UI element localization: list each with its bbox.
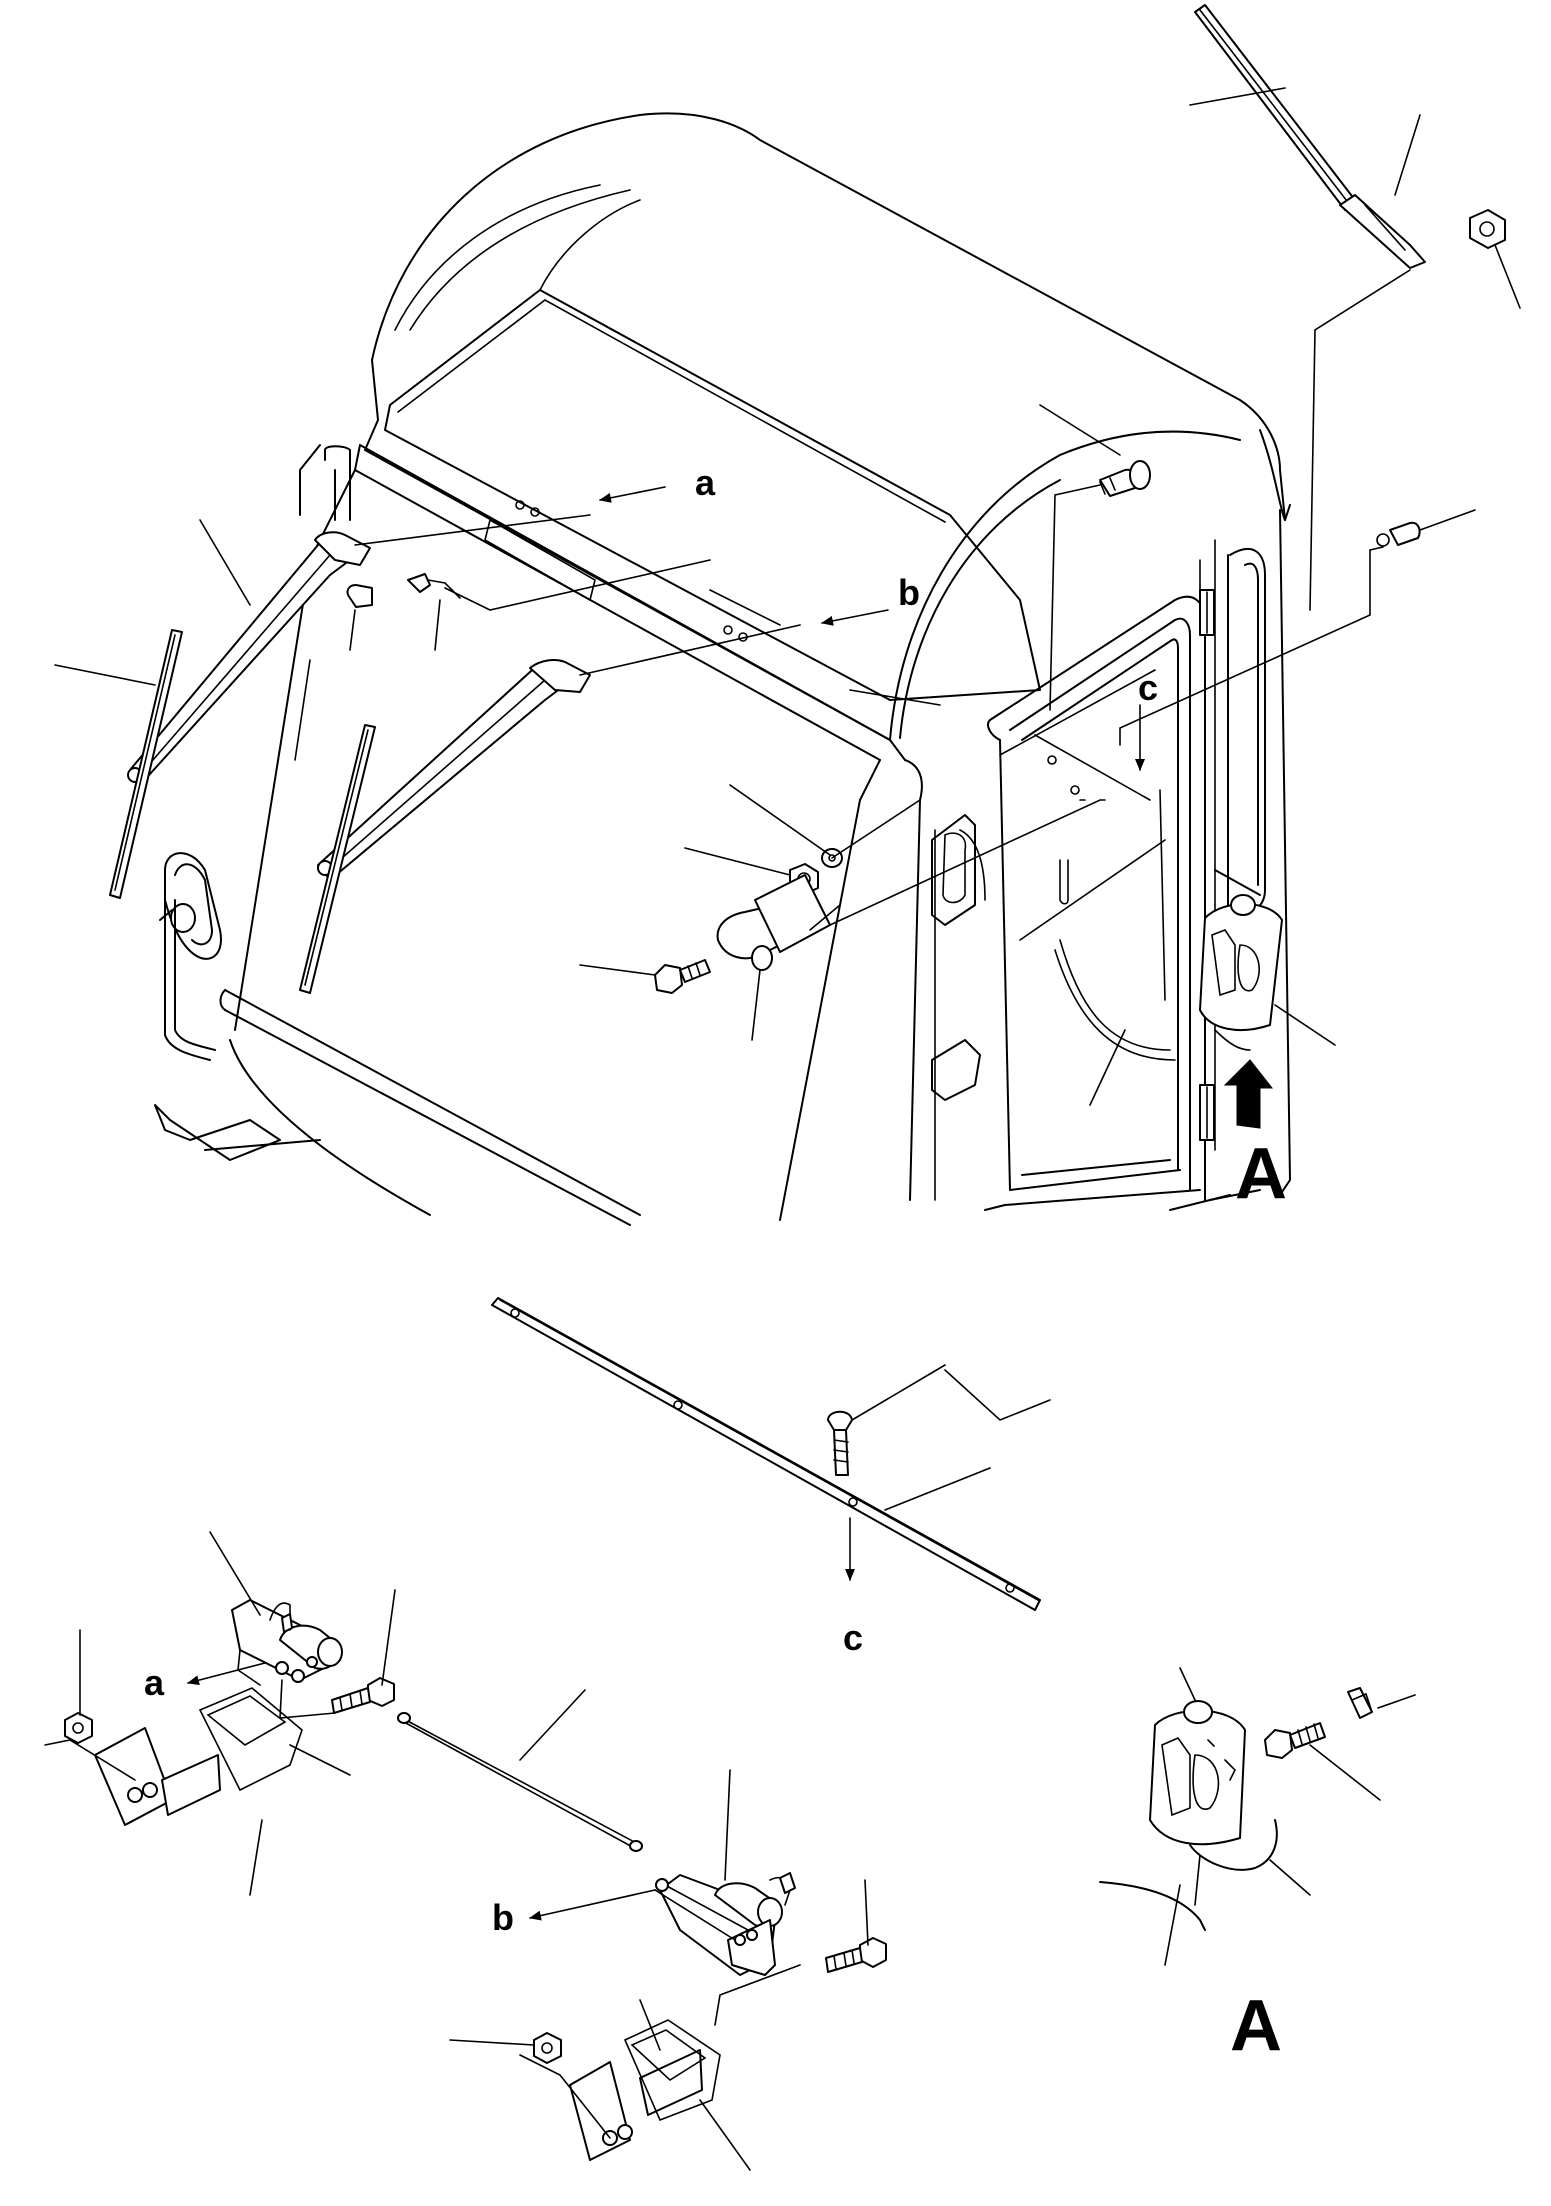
bolt-motor-right <box>825 1937 887 1973</box>
mounting-bracket-right <box>569 2019 721 2161</box>
wiper-motor-left <box>231 1599 343 1686</box>
hex-nut-top <box>1469 209 1506 249</box>
clip-tank <box>1347 1687 1373 1719</box>
bolt-rail <box>827 1410 853 1476</box>
callout-arrows <box>187 486 1145 1921</box>
label-c-cab: c <box>1138 667 1158 708</box>
view-a-direction-arrow <box>1223 1059 1274 1129</box>
bolt-cab <box>654 959 711 994</box>
bolt-tank <box>1264 1722 1326 1759</box>
top-wiper-blade <box>1194 4 1356 211</box>
wiper-motor-cab <box>716 874 841 971</box>
operator-cab <box>154 112 1291 1226</box>
leader-lines <box>44 87 1521 2171</box>
pivot-shaft <box>407 573 461 599</box>
label-b-motor: b <box>492 1897 514 1938</box>
washer-tank-detail <box>1099 1700 1278 1931</box>
left-wiper-blade <box>109 629 183 899</box>
nut-right <box>533 2032 562 2064</box>
link-rod <box>397 1712 643 1852</box>
bolt-roof <box>1099 460 1151 497</box>
washer-tank-cab <box>1199 894 1283 1051</box>
wiper-rail-bar <box>491 1297 1041 1611</box>
top-wiper-arm <box>1339 194 1426 269</box>
label-view-a-detail: A <box>1230 1986 1282 2066</box>
pivot-cap <box>346 584 373 608</box>
bolt-motor-left <box>331 1677 395 1714</box>
mounting-bracket-left <box>94 1687 303 1826</box>
label-a-motor: a <box>144 1662 165 1703</box>
washer-nozzle-right <box>1376 521 1421 547</box>
center-wiper-arm <box>317 659 591 881</box>
wiper-motor-right <box>654 1872 796 1976</box>
label-a-cab: a <box>695 462 716 503</box>
center-wiper-blade <box>299 724 376 994</box>
label-c-rail: c <box>843 1617 863 1658</box>
label-b-cab: b <box>898 572 920 613</box>
nut-left <box>64 1712 93 1744</box>
left-wiper-arm <box>127 531 371 786</box>
label-view-a-cab: A <box>1235 1134 1287 1214</box>
